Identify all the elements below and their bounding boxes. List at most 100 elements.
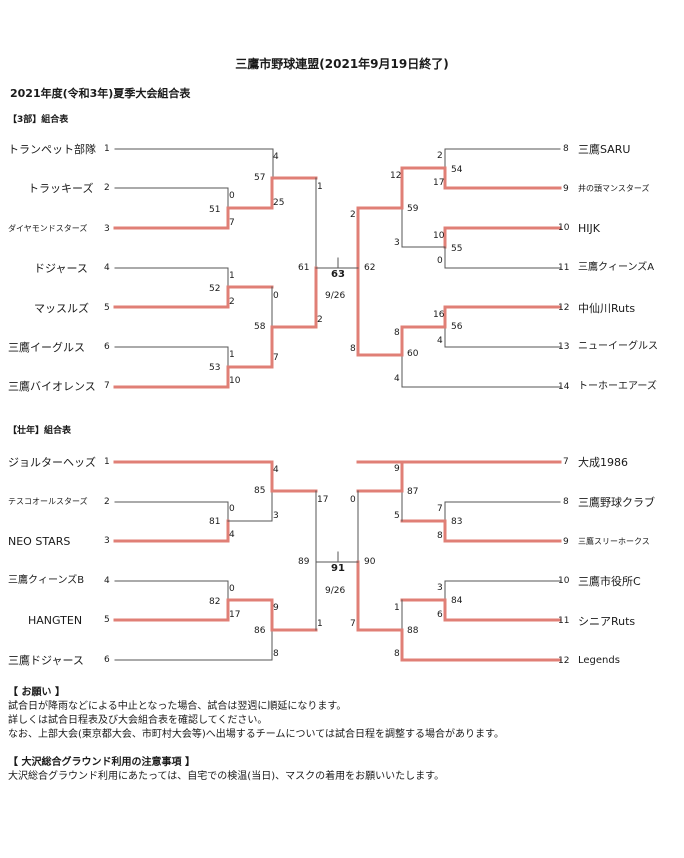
team-name: 中仙川Ruts bbox=[578, 302, 636, 315]
request-line: なお、上部大会(東京都大会、市町村大会等)へ出場するチームについては試合日程を調… bbox=[8, 729, 505, 740]
score: 0 bbox=[273, 291, 279, 301]
div3-section-label: 【3部】組合表 bbox=[8, 115, 69, 125]
score: 4 bbox=[394, 374, 400, 384]
score: 8 bbox=[273, 649, 279, 659]
score: 8 bbox=[437, 531, 443, 541]
game-number: 52 bbox=[209, 284, 221, 294]
team-seed: 7 bbox=[104, 381, 110, 391]
score: 1 bbox=[229, 350, 235, 360]
team-name: 三鷹クィーンズB bbox=[8, 575, 85, 586]
team-name: トラッキーズ bbox=[28, 182, 94, 195]
game-number: 58 bbox=[254, 322, 266, 332]
team-seed: 4 bbox=[104, 263, 110, 273]
game-number: 86 bbox=[254, 626, 266, 636]
team-seed: 10 bbox=[558, 576, 570, 586]
game-number: 81 bbox=[209, 517, 221, 527]
score: 12 bbox=[390, 171, 402, 181]
team-name: 三鷹SARU bbox=[578, 143, 631, 156]
game-number: 61 bbox=[298, 263, 310, 273]
final-game-number: 91 bbox=[331, 563, 345, 574]
game-number: 87 bbox=[407, 487, 419, 497]
score: 0 bbox=[229, 584, 235, 594]
score: 2 bbox=[350, 210, 356, 220]
score: 4 bbox=[273, 465, 279, 475]
team-name: ニューイーグルス bbox=[578, 341, 658, 352]
team-seed: 5 bbox=[104, 615, 110, 625]
game-number: 83 bbox=[451, 517, 463, 527]
game-number: 82 bbox=[209, 597, 221, 607]
score: 4 bbox=[229, 530, 235, 540]
team-name: 三鷹ドジャース bbox=[8, 654, 84, 667]
senior-section-label: 【壮年】組合表 bbox=[8, 426, 72, 436]
team-name: テスコオールスターズ bbox=[8, 497, 88, 506]
score: 4 bbox=[273, 152, 279, 162]
score: 16 bbox=[433, 310, 445, 320]
team-name: 井の頭マンスターズ bbox=[578, 184, 650, 193]
score: 8 bbox=[394, 649, 400, 659]
team-seed: 3 bbox=[104, 224, 110, 234]
score: 7 bbox=[437, 504, 443, 514]
team-name: ドジャース bbox=[34, 262, 88, 275]
request-line: 詳しくは試合日程表及び大会組合表を確認してください。 bbox=[8, 715, 268, 726]
score: 0 bbox=[229, 191, 235, 201]
score: 0 bbox=[229, 504, 235, 514]
team-name: 三鷹市役所C bbox=[578, 575, 641, 588]
score: 4 bbox=[437, 336, 443, 346]
page-title: 三鷹市野球連盟(2021年9月19日終了) bbox=[235, 57, 449, 71]
score: 1 bbox=[317, 619, 323, 629]
game-number: 90 bbox=[364, 557, 376, 567]
score: 17 bbox=[317, 495, 329, 505]
game-number: 60 bbox=[407, 349, 419, 359]
final-game-number: 63 bbox=[331, 269, 345, 280]
team-name: ジョルターヘッズ bbox=[8, 456, 96, 469]
team-name: NEO STARS bbox=[8, 535, 71, 548]
score: 8 bbox=[394, 328, 400, 338]
team-seed: 6 bbox=[104, 342, 110, 352]
team-name: HIJK bbox=[578, 222, 600, 235]
team-name: Legends bbox=[578, 655, 620, 666]
team-name: 三鷹スリーホークス bbox=[578, 537, 650, 546]
game-number: 59 bbox=[407, 204, 419, 214]
score: 3 bbox=[437, 583, 443, 593]
score: 1 bbox=[394, 603, 400, 613]
team-seed: 2 bbox=[104, 183, 110, 193]
page-subtitle: 2021年度(令和3年)夏季大会組合表 bbox=[10, 87, 191, 100]
game-number: 53 bbox=[209, 363, 221, 373]
team-name: 三鷹野球クラブ bbox=[578, 496, 655, 509]
team-seed: 11 bbox=[558, 616, 570, 626]
score: 17 bbox=[229, 610, 241, 620]
score: 2 bbox=[229, 297, 235, 307]
team-seed: 7 bbox=[563, 457, 569, 467]
team-seed: 8 bbox=[563, 497, 569, 507]
score: 5 bbox=[394, 511, 400, 521]
score: 8 bbox=[350, 344, 356, 354]
score: 2 bbox=[317, 315, 323, 325]
score: 7 bbox=[229, 218, 235, 228]
team-name: トランペット部隊 bbox=[8, 143, 96, 156]
team-seed: 1 bbox=[104, 144, 110, 154]
score: 0 bbox=[350, 495, 356, 505]
request-heading: 【 お願い 】 bbox=[8, 687, 65, 698]
score: 7 bbox=[273, 353, 279, 363]
ground-heading: 【 大沢総合グラウンド利用の注意事項 】 bbox=[8, 757, 195, 768]
game-number: 88 bbox=[407, 626, 419, 636]
ground-line: 大沢総合グラウンド利用にあたっては、自宅での検温(当日)、マスクの着用をお願いい… bbox=[8, 771, 445, 782]
team-seed: 1 bbox=[104, 457, 110, 467]
team-seed: 8 bbox=[563, 144, 569, 154]
team-seed: 4 bbox=[104, 576, 110, 586]
team-seed: 6 bbox=[104, 655, 110, 665]
score: 1 bbox=[229, 271, 235, 281]
game-number: 89 bbox=[298, 557, 310, 567]
score: 1 bbox=[317, 182, 323, 192]
score: 25 bbox=[273, 198, 285, 208]
team-name: 三鷹クィーンズA bbox=[578, 262, 655, 273]
team-name: 大成1986 bbox=[578, 456, 628, 469]
team-seed: 12 bbox=[558, 303, 570, 313]
team-name: HANGTEN bbox=[28, 614, 83, 627]
game-number: 57 bbox=[254, 173, 266, 183]
team-name: ダイヤモンドスターズ bbox=[8, 224, 88, 233]
score: 9 bbox=[273, 603, 279, 613]
team-name: 三鷹イーグルス bbox=[8, 341, 85, 354]
team-seed: 9 bbox=[563, 537, 569, 547]
